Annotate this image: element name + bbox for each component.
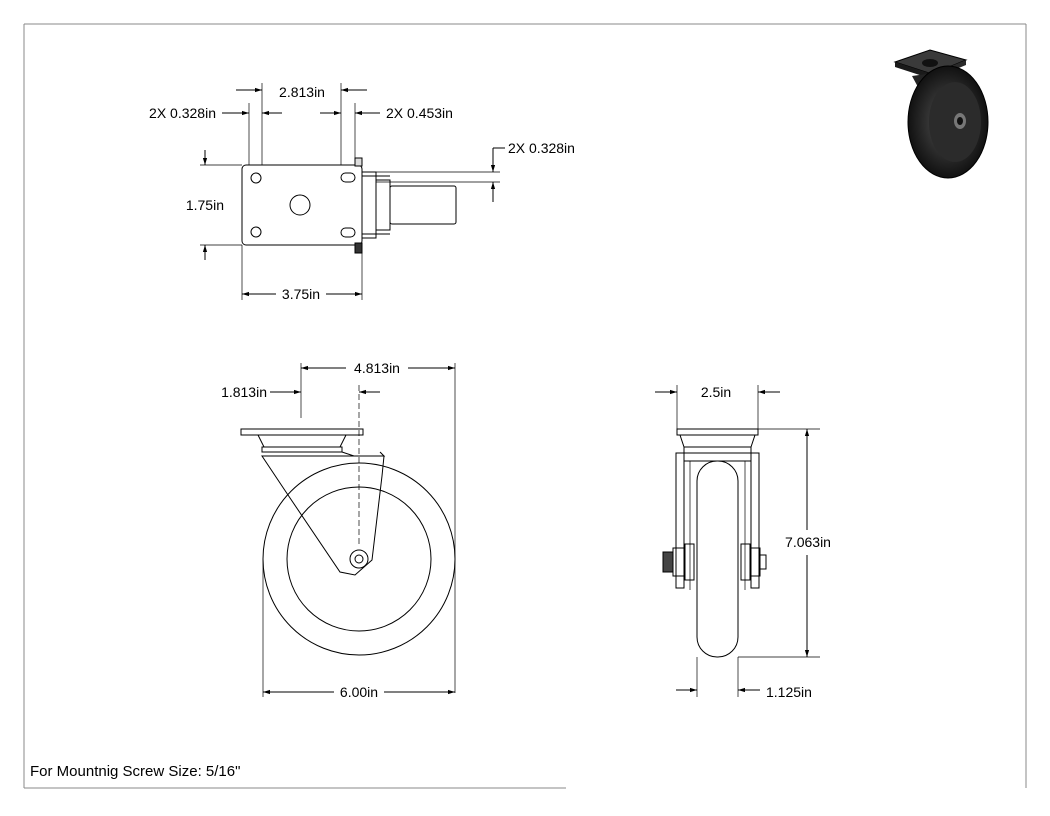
dim-wheel-diameter: 6.00in — [340, 684, 378, 700]
dim-hole-spacing: 2.813in — [279, 84, 325, 100]
side-plate — [240, 428, 364, 436]
plate-slot — [340, 172, 356, 183]
dim-slot: 2X 0.453in — [386, 105, 453, 121]
dim-wheel-width: 1.125in — [766, 684, 812, 700]
dim-height: 1.75in — [186, 197, 224, 213]
side-view — [240, 363, 456, 697]
dim-plate-width: 2.5in — [701, 384, 731, 400]
front-plate — [676, 428, 759, 436]
isometric-caster-image — [893, 49, 989, 179]
front-view — [655, 385, 820, 697]
dim-hole-vertical: 2X 0.328in — [508, 140, 575, 156]
mounting-screw-note: For Mountnig Screw Size: 5/16" — [30, 763, 240, 780]
plate-slot — [340, 227, 356, 238]
front-wheel — [696, 460, 739, 658]
sheet-border — [23, 23, 1027, 789]
kingpin-hole — [289, 194, 311, 216]
plate-hole — [250, 172, 262, 184]
dim-overall-height: 7.063in — [785, 534, 831, 550]
dim-hole-left: 2X 0.328in — [149, 105, 216, 121]
dim-length: 4.813in — [354, 360, 400, 376]
dim-width: 3.75in — [282, 286, 320, 302]
top-plate — [241, 164, 363, 246]
dim-offset: 1.813in — [221, 384, 267, 400]
plate-hole — [250, 226, 262, 238]
top-view — [200, 83, 505, 300]
